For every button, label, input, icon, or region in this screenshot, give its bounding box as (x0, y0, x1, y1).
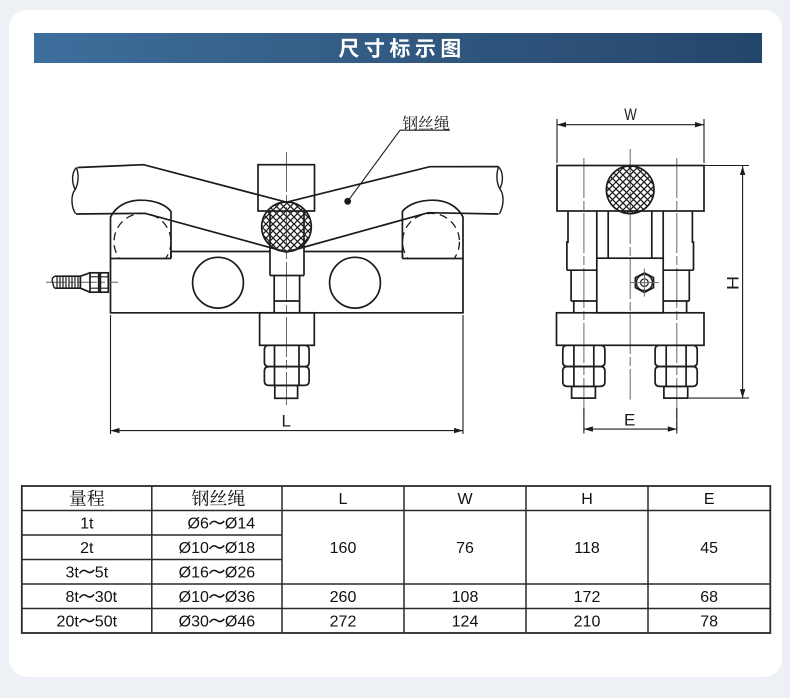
svg-text:Ø16: Ø16 (179, 565, 209, 582)
svg-text:L: L (281, 412, 290, 431)
svg-text:E: E (704, 491, 715, 508)
svg-text:210: 210 (574, 614, 601, 631)
svg-text:260: 260 (330, 589, 357, 606)
svg-text:Ø30: Ø30 (179, 614, 209, 631)
svg-text:76: 76 (456, 540, 474, 557)
svg-text:Ø36: Ø36 (225, 589, 255, 606)
svg-text:Ø10: Ø10 (179, 540, 209, 557)
svg-text:H: H (581, 491, 593, 508)
svg-text:W: W (624, 105, 637, 124)
svg-text:172: 172 (574, 589, 601, 606)
svg-text:Ø26: Ø26 (225, 565, 255, 582)
svg-text:L: L (339, 491, 348, 508)
svg-text:3t: 3t (65, 565, 79, 582)
svg-text:5t: 5t (95, 565, 109, 582)
svg-text:Ø6: Ø6 (188, 516, 209, 533)
svg-text:2t: 2t (80, 540, 94, 557)
svg-text:272: 272 (330, 614, 357, 631)
svg-text:68: 68 (700, 589, 718, 606)
svg-text:Ø10: Ø10 (179, 589, 209, 606)
svg-text:160: 160 (330, 540, 357, 557)
svg-text:Ø18: Ø18 (225, 540, 255, 557)
svg-text:30t: 30t (95, 589, 118, 606)
svg-text:E: E (624, 411, 635, 430)
svg-text:108: 108 (452, 589, 479, 606)
svg-text:Ø14: Ø14 (225, 516, 255, 533)
svg-text:20t: 20t (57, 614, 80, 631)
svg-text:Ø46: Ø46 (225, 614, 255, 631)
svg-text:124: 124 (452, 614, 479, 631)
svg-text:8t: 8t (65, 589, 79, 606)
svg-text:W: W (457, 491, 473, 508)
svg-text:H: H (723, 276, 742, 290)
svg-text:45: 45 (700, 540, 718, 557)
svg-text:78: 78 (700, 614, 718, 631)
svg-text:50t: 50t (95, 614, 118, 631)
svg-text:118: 118 (574, 540, 600, 557)
svg-text:1t: 1t (80, 516, 94, 533)
